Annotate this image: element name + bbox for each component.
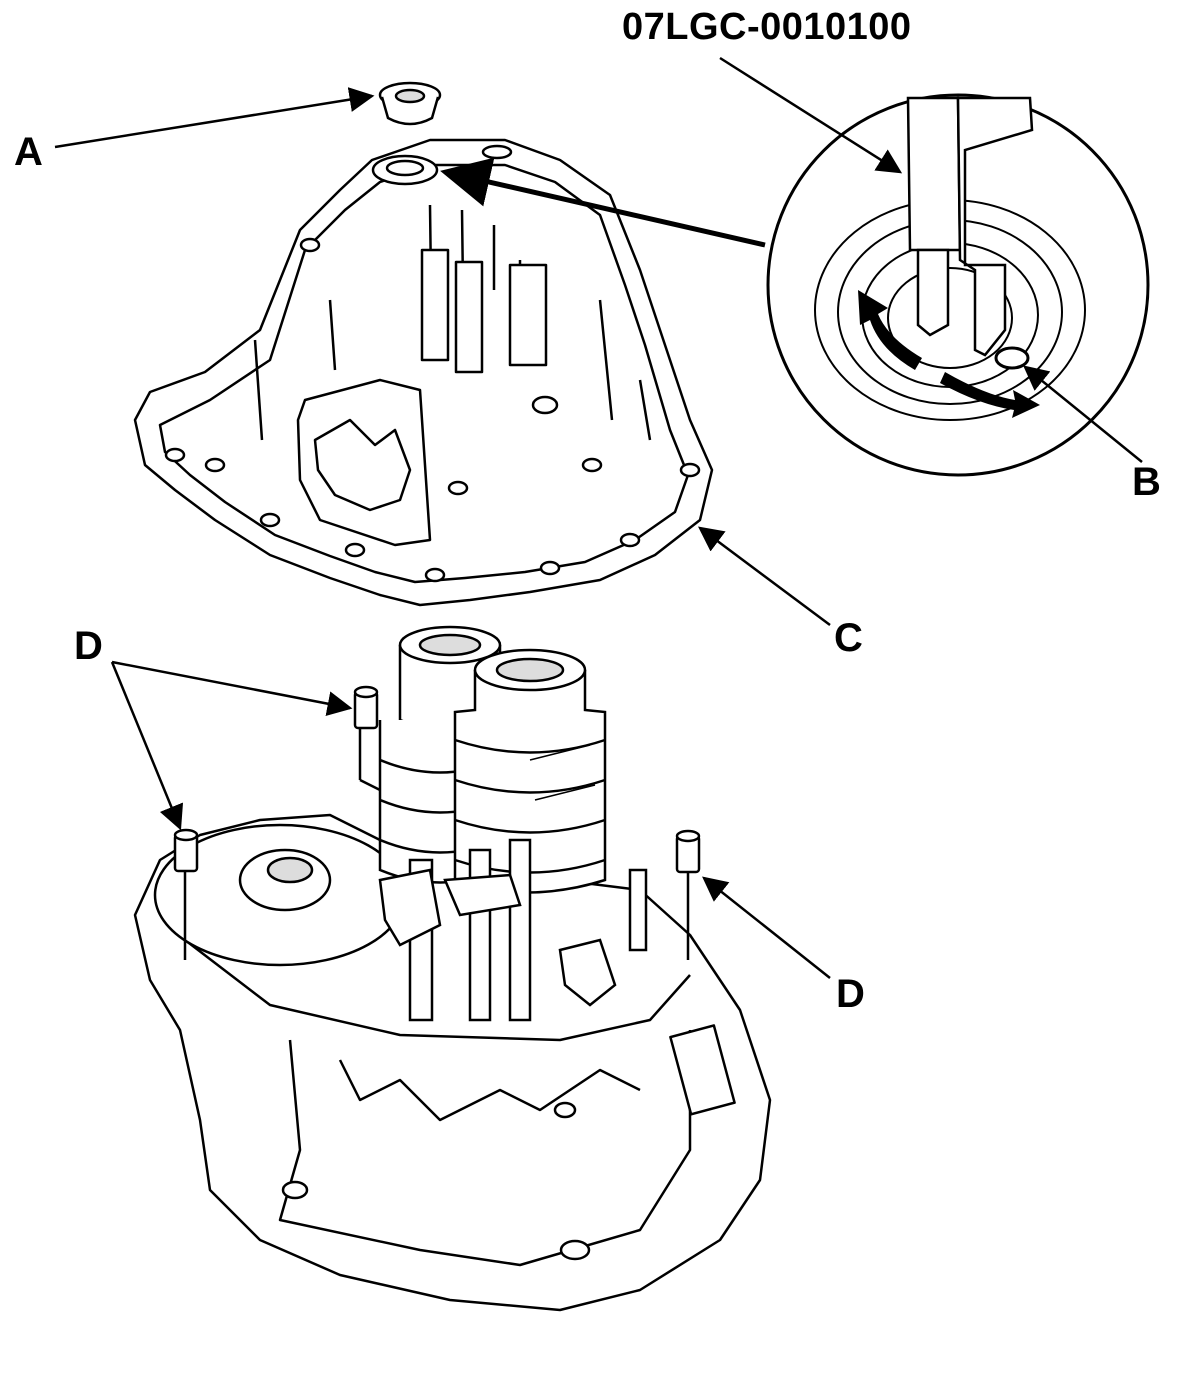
callout-a: A xyxy=(14,130,43,174)
tool-number-label: 07LGC-0010100 xyxy=(622,6,912,48)
dowel-pin-right xyxy=(675,829,701,960)
detail-inset xyxy=(766,93,1150,477)
inset-leader-arrow xyxy=(440,157,766,248)
shift-rods xyxy=(378,838,648,1022)
leader-d-upper xyxy=(111,660,353,717)
leader-tool xyxy=(719,56,903,174)
callout-b: B xyxy=(1132,460,1161,504)
dowel-pin-left xyxy=(173,828,199,960)
leader-d-left xyxy=(110,661,184,831)
leader-a xyxy=(54,87,375,149)
leader-lines xyxy=(54,56,1143,979)
rotation-arrows xyxy=(858,290,1040,418)
callout-d-left: D xyxy=(74,624,103,668)
leader-b xyxy=(1023,365,1143,463)
leader-c xyxy=(697,526,831,627)
plug-a xyxy=(378,81,442,126)
dowel-pin-upper-left xyxy=(353,685,381,792)
callout-c: C xyxy=(834,616,863,660)
leader-d-right xyxy=(702,876,831,979)
dowel-pins xyxy=(173,685,701,960)
transmission-housing xyxy=(133,138,714,607)
callout-d-right: D xyxy=(836,972,865,1016)
